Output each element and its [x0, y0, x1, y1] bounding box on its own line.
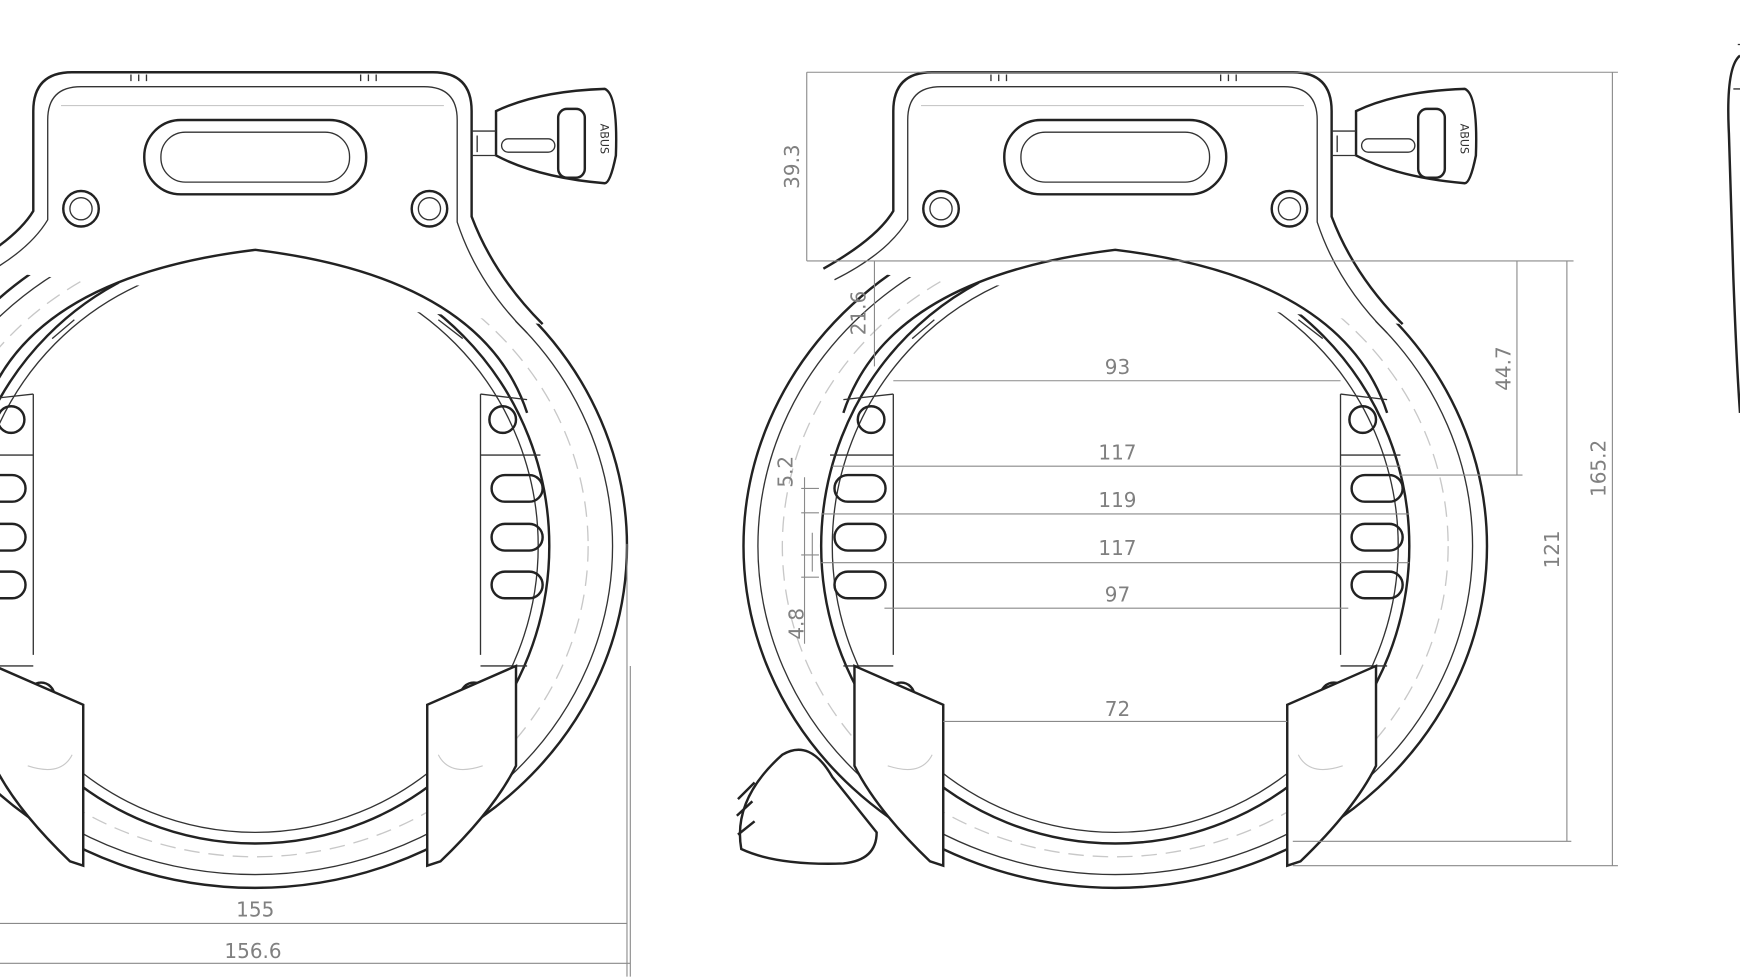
dim-165-2: 165.2	[1587, 440, 1611, 497]
dim-121: 121	[1540, 530, 1564, 568]
dim-97: 97	[1105, 583, 1130, 607]
dim-4-8: 4.8	[784, 608, 808, 640]
lock-side-view	[1727, 54, 1740, 414]
lock-front-view-main	[736, 71, 1489, 890]
dim-44-7: 44.7	[1491, 346, 1515, 390]
dim-117-lower: 117	[1098, 536, 1136, 560]
dim-119: 119	[1098, 488, 1136, 512]
dimension-lines	[0, 71, 1618, 977]
dim-117-upper: 117	[1098, 441, 1136, 465]
dim-93: 93	[1105, 355, 1130, 379]
dim-21-6: 21.6	[847, 291, 871, 335]
dim-5-2: 5.2	[773, 456, 797, 488]
dim-39-3: 39.3	[780, 144, 804, 188]
lock-front-view-left	[0, 71, 629, 890]
cable-plug	[738, 748, 878, 865]
dim-72: 72	[1105, 697, 1130, 721]
dim-155: 155	[236, 898, 274, 922]
dim-156-6: 156.6	[224, 939, 281, 963]
